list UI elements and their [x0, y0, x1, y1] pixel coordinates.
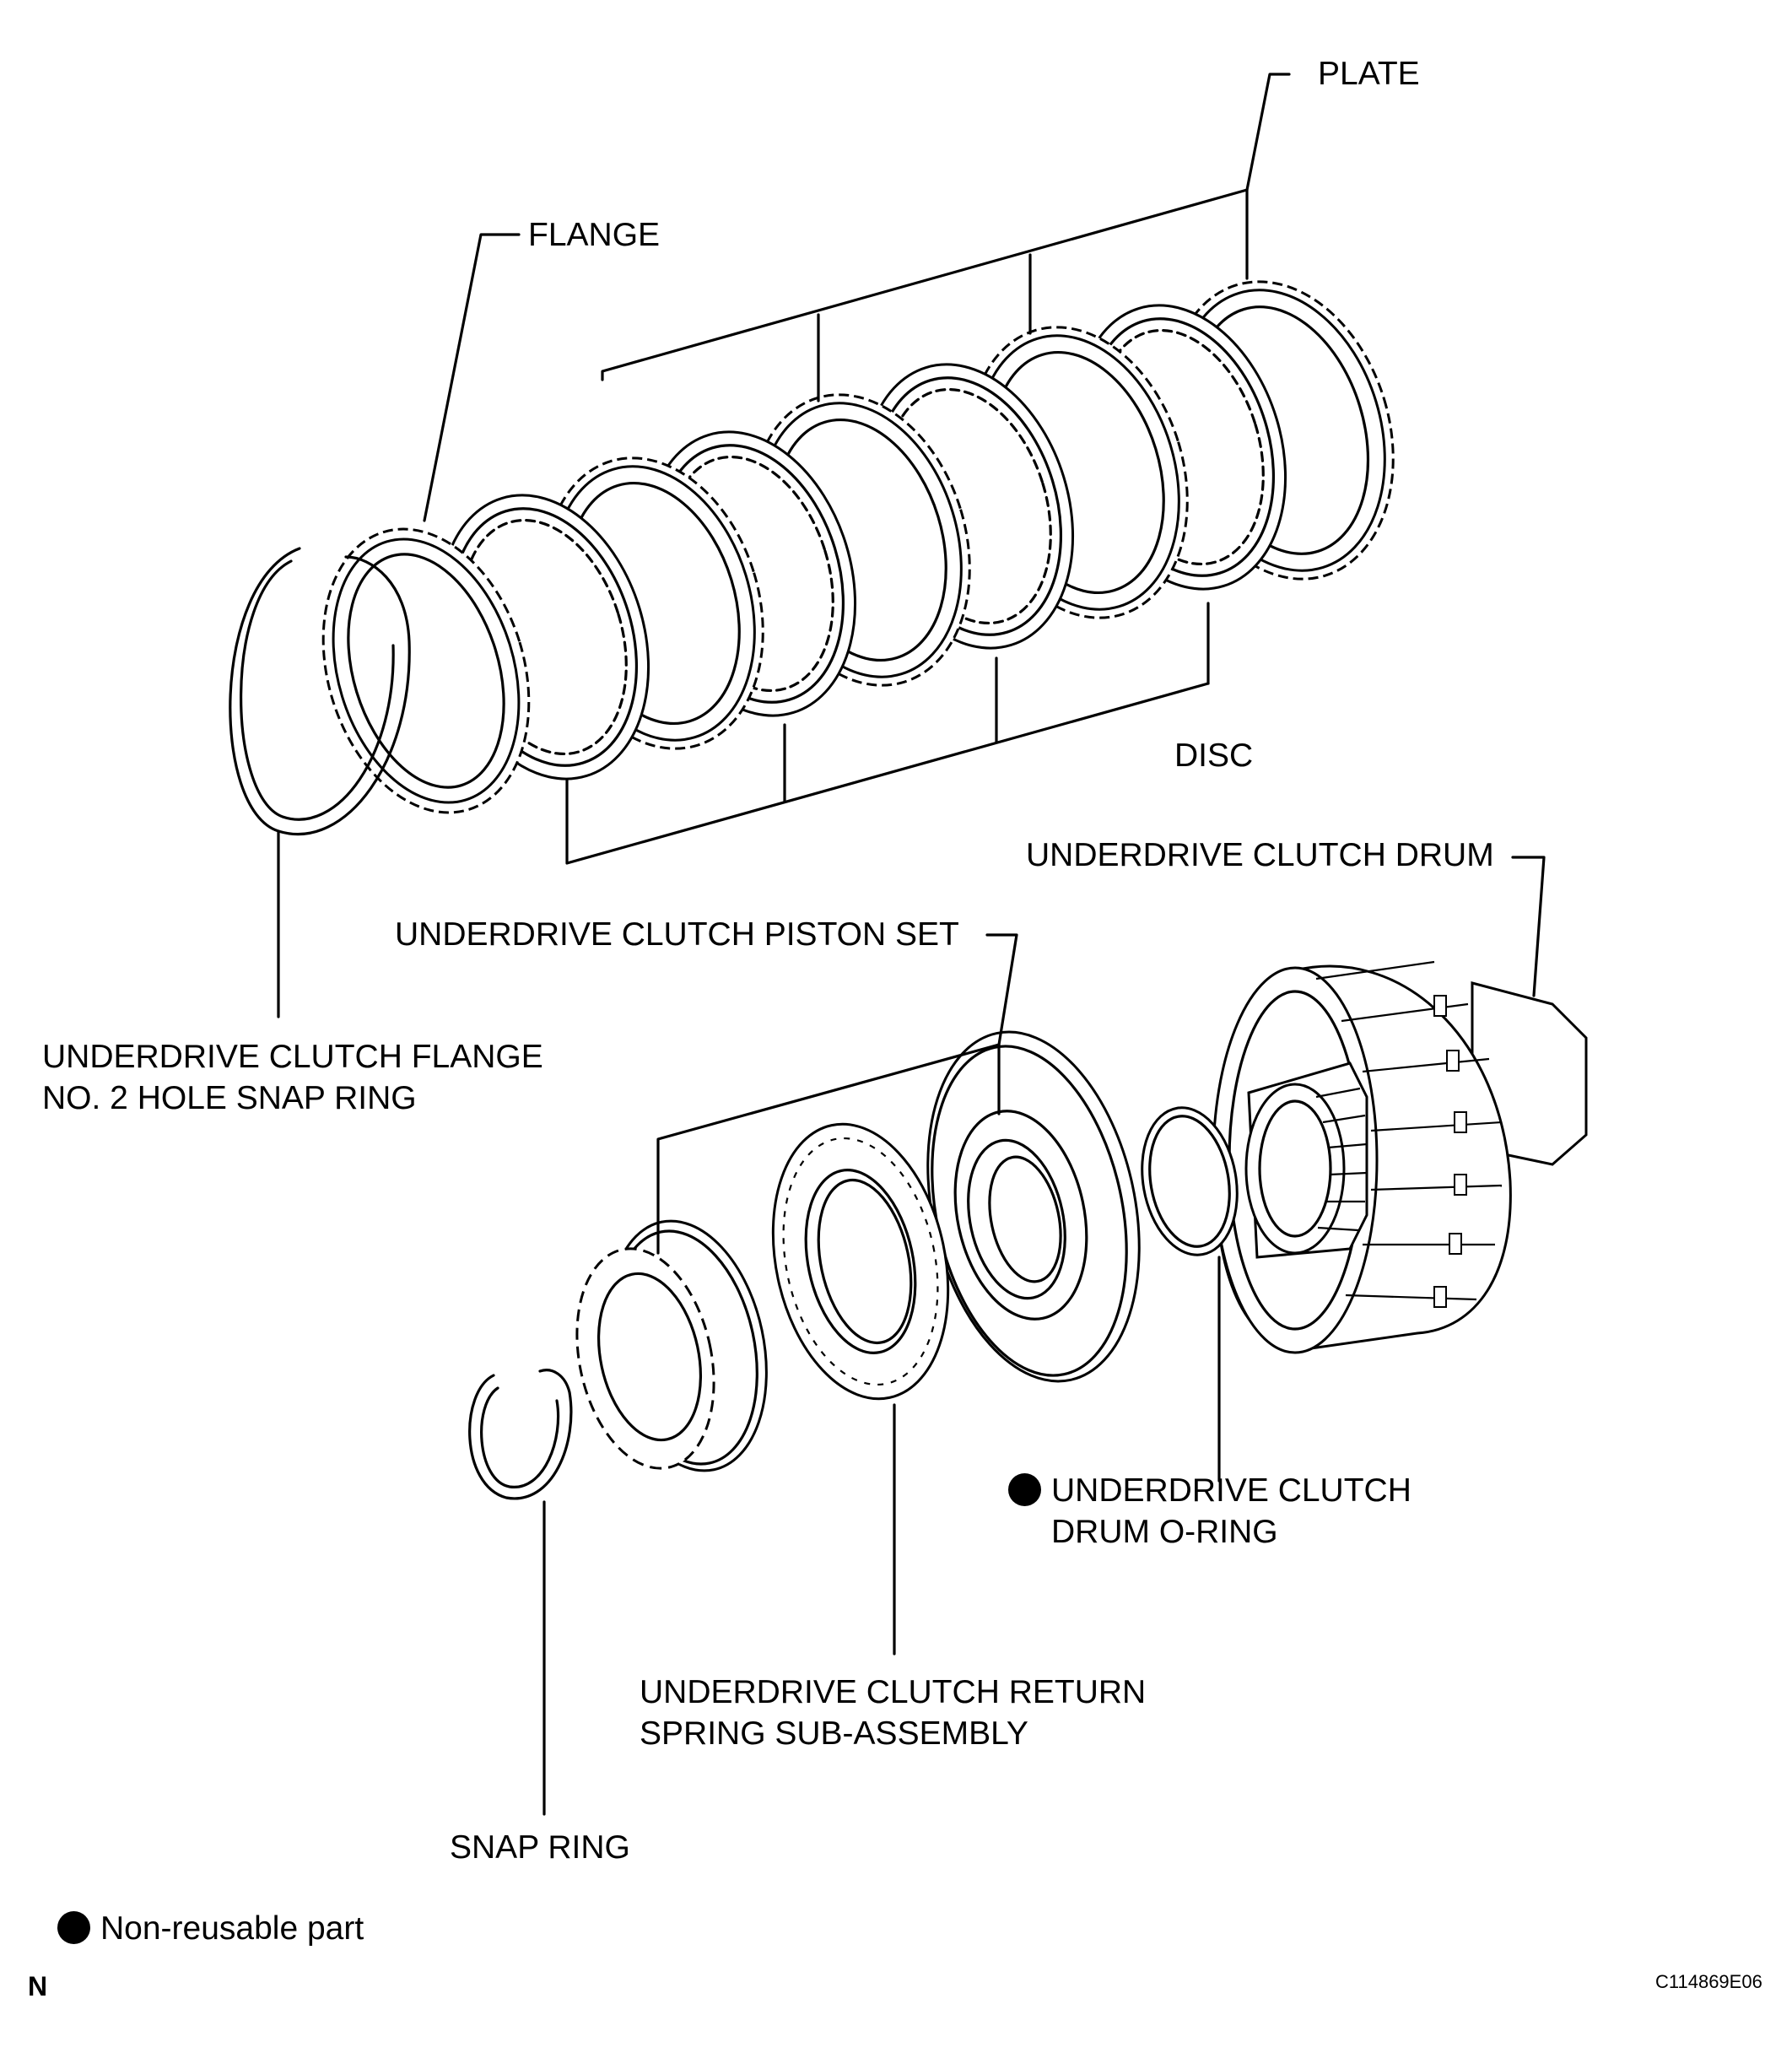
clutch-pack [229, 280, 1395, 836]
flange-snap-ring [229, 547, 411, 836]
label-flange-snap-ring-line1: UNDERDRIVE CLUTCH FLANGE [42, 1039, 543, 1075]
lower-assembly-leaders [542, 856, 1546, 1816]
label-underdrive-clutch-piston-set: UNDERDRIVE CLUTCH PISTON SET [395, 916, 959, 953]
label-disc: DISC [1174, 737, 1254, 774]
non-reusable-legend-icon [57, 1911, 90, 1944]
drum-o-ring [1141, 1106, 1239, 1256]
label-underdrive-clutch-drum: UNDERDRIVE CLUTCH DRUM [1026, 837, 1494, 873]
drum-o-ring-text-1: UNDERDRIVE CLUTCH [1051, 1472, 1411, 1509]
legend-non-reusable: Non-reusable part [57, 1909, 364, 1949]
north-mark: N [28, 1971, 48, 2001]
label-drum-o-ring-line1: UNDERDRIVE CLUTCH [1008, 1471, 1411, 1511]
legend-text: Non-reusable part [100, 1910, 364, 1947]
non-reusable-marker-icon [1008, 1473, 1041, 1506]
lower-assembly [468, 960, 1588, 1500]
label-return-spring-line1: UNDERDRIVE CLUTCH RETURN [640, 1674, 1147, 1710]
label-plate: PLATE [1318, 56, 1420, 92]
label-return-spring-line2: SPRING SUB-ASSEMBLY [640, 1715, 1028, 1752]
return-spring-sub-assembly [771, 1122, 950, 1401]
clutch-pack-leaders [277, 73, 1291, 1018]
piston-retainer-hub [575, 1219, 768, 1472]
underdrive-clutch-drum [1212, 960, 1588, 1354]
label-drum-o-ring-line2: DRUM O-RING [1051, 1514, 1278, 1550]
label-flange-snap-ring-line2: NO. 2 HOLE SNAP RING [42, 1080, 417, 1116]
figure-code: C114869E06 [1655, 1971, 1762, 1992]
small-snap-ring [468, 1369, 573, 1500]
label-snap-ring: SNAP RING [450, 1829, 630, 1866]
label-flange: FLANGE [528, 217, 661, 253]
